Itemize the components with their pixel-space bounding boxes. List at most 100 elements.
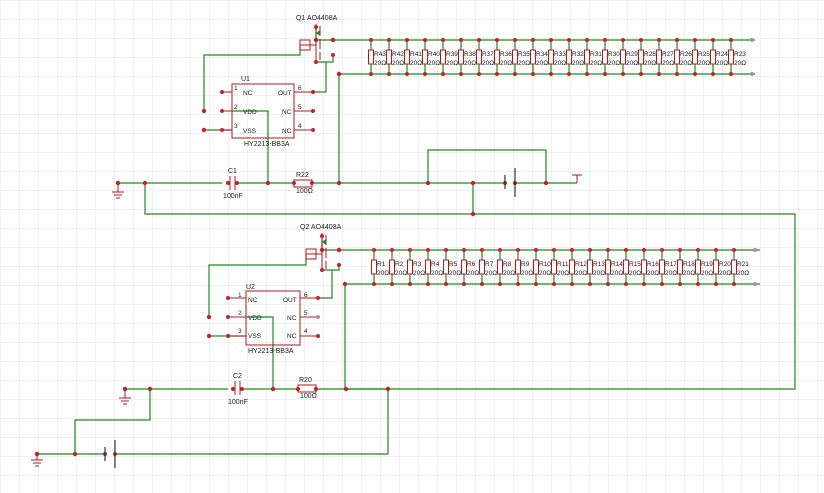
c2-capacitor[interactable]: C2 100nF: [228, 373, 248, 406]
q2-mosfet[interactable]: Q2 AO4408A: [300, 224, 342, 272]
resistor-pin: [624, 282, 628, 286]
resistor-pin: [444, 248, 448, 252]
junction-dot: [265, 180, 271, 186]
resistor-pin: [534, 248, 538, 252]
r22-resistor[interactable]: R22 100Ω: [293, 172, 313, 195]
resistor-pin: [693, 38, 697, 42]
bottom-bank-resistor-value: 20Ω: [539, 270, 551, 277]
resistor-pin: [660, 282, 664, 286]
resistor-pin: [606, 248, 610, 252]
resistor-pin: [516, 282, 520, 286]
bottom-bank-resistor-ref: R20: [719, 261, 731, 268]
resistor-body: [713, 259, 719, 275]
resistor-body: [368, 49, 374, 65]
battery-1[interactable]: [504, 168, 516, 197]
resistor-pin: [729, 72, 733, 76]
resistor-pin: [567, 38, 571, 42]
resistor-pin: [714, 282, 718, 286]
top-bank-resistor-ref: R41: [410, 51, 422, 58]
resistor-body: [548, 49, 554, 65]
top-bank-resistor-ref: R27: [662, 51, 674, 58]
resistor-body: [512, 49, 518, 65]
wire: [232, 110, 269, 183]
resistor-body: [674, 49, 680, 65]
ground-icon: [112, 184, 124, 199]
resistor-pin: [405, 38, 409, 42]
resistor-body: [584, 49, 590, 65]
u1-pin2-label: VDD: [243, 109, 257, 116]
resistor-pin: [696, 282, 700, 286]
top-bank-resistor-ref: R34: [536, 51, 548, 58]
q1-mosfet[interactable]: Q1 AO4408A: [296, 15, 338, 64]
c1-capacitor[interactable]: C1 100nF: [223, 168, 243, 200]
u2-pin3-label: VSS: [248, 333, 262, 340]
r20-resistor[interactable]: R20 100Ω: [297, 377, 317, 400]
resistor-pin: [480, 248, 484, 252]
top-bank-resistor-value: 20Ω: [662, 60, 674, 67]
resistor-pin: [552, 282, 556, 286]
u1-chip[interactable]: U1 HY2213-BB3A NC VDD VSS OUT NC NC 1 2 …: [220, 76, 315, 148]
wire: [115, 388, 389, 455]
resistor-pin: [660, 248, 664, 252]
wire: [144, 183, 796, 390]
net-end-pin: [753, 248, 757, 252]
top-bank-resistor-ref: R28: [644, 51, 656, 58]
component-pin: [235, 181, 239, 185]
u2-pin3-num: 3: [238, 328, 242, 335]
resistor-pin: [534, 282, 538, 286]
bottom-bank-resistor-value: 20Ω: [431, 270, 443, 277]
battery-2[interactable]: [104, 440, 116, 468]
resistor-pin: [495, 38, 499, 42]
u2-chip[interactable]: U2 HY2213-BB3A NC VDD VSS OUT NC NC 1 2 …: [226, 284, 320, 355]
resistor-pin: [480, 282, 484, 286]
resistor-pin: [711, 72, 715, 76]
u1-pin6-label: OUT: [278, 90, 292, 97]
top-bank-resistor-value: 20Ω: [428, 60, 440, 67]
resistor-pin: [498, 282, 502, 286]
junction-dot: [206, 314, 212, 320]
